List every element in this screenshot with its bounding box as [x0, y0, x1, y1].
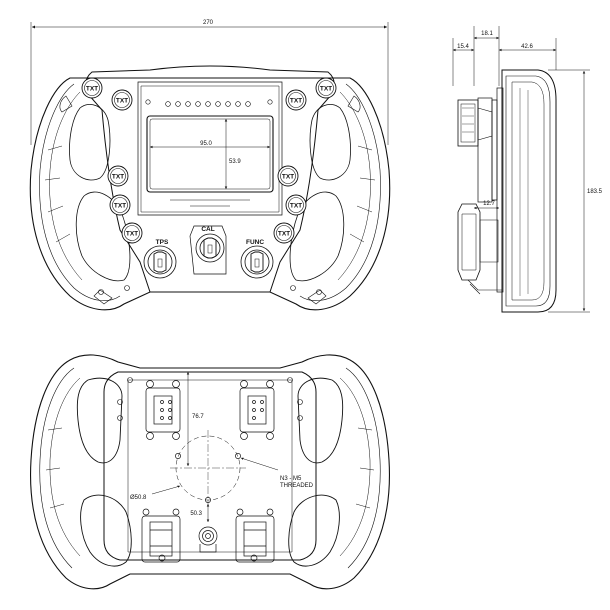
center-plate [85, 65, 335, 293]
txt-button-label: TXT [86, 85, 98, 92]
left-upper-bracket [145, 380, 181, 440]
front-view [29, 22, 391, 311]
bolt-hole-left [175, 453, 181, 459]
center-connector [198, 526, 218, 553]
bolt-hole-bottom [205, 497, 211, 503]
mount-height-label: 76.7 [192, 414, 204, 420]
txt-button: TXT [273, 222, 295, 244]
bolt-spacing-label: 50.3 [190, 511, 202, 517]
display-screen [146, 115, 274, 193]
txt-button: TXT [277, 165, 299, 187]
depth-a-label: 18.1 [481, 31, 493, 37]
txt-buttons: TXT TXT TXT TXT TXT TXT TXT TXT TXT TXT [81, 77, 337, 244]
bolt-hole-right [235, 453, 241, 459]
left-lower-bracket [141, 508, 181, 563]
knob-center-label: CAL [201, 226, 214, 233]
screen-height-label: 53.9 [229, 159, 241, 165]
txt-button-label: TXT [290, 97, 302, 104]
thread-note-line1: N3 - M5 [280, 476, 302, 482]
depth-c-label: 42.6 [521, 44, 533, 50]
txt-button: TXT [111, 89, 133, 111]
txt-button: TXT [121, 222, 143, 244]
txt-button-label: TXT [114, 202, 126, 209]
txt-button: TXT [285, 194, 307, 216]
txt-button-label: TXT [116, 97, 128, 104]
txt-button-label: TXT [126, 230, 138, 237]
txt-button-label: TXT [320, 85, 332, 92]
right-paddle-lower [288, 494, 340, 567]
bolt-circle-leader [151, 485, 181, 495]
txt-button-label: TXT [112, 173, 124, 180]
rear-wheel-outline [30, 354, 390, 590]
right-paddle-upper [297, 377, 344, 464]
knob-center [189, 225, 227, 275]
front-view-labels: 270 95.0 53.9 TPS CAL FUNC [156, 20, 265, 246]
txt-button-label: TXT [282, 173, 294, 180]
rear-view-labels: 76.7 Ø50.8 50.3 N3 - M5 THREADED [130, 414, 314, 517]
right-upper-bracket [239, 380, 275, 440]
side-rim-profile [501, 69, 557, 313]
side-view-labels: 18.1 15.4 42.6 183.5 12.7 [457, 31, 603, 207]
txt-button-label: TXT [290, 202, 302, 209]
overall-width-label: 270 [203, 20, 214, 26]
overall-height-label: 183.5 [587, 189, 603, 195]
screen-width-label: 95.0 [200, 141, 212, 147]
knob-right [240, 245, 274, 279]
knob-right-label: FUNC [246, 239, 264, 246]
rear-view [30, 354, 390, 590]
txt-button: TXT [285, 89, 307, 111]
knob-left [143, 245, 177, 279]
thread-note-leader [240, 457, 279, 471]
txt-button: TXT [107, 165, 129, 187]
right-lower-bracket [235, 508, 275, 563]
wheel-outer-outline [29, 77, 391, 311]
txt-button: TXT [81, 77, 103, 99]
left-paddle-lower [80, 494, 132, 567]
shift-light-row [145, 99, 273, 107]
left-paddle-upper [76, 377, 123, 464]
rear-center-plate [103, 371, 317, 561]
bolt-circle-label: Ø50.8 [130, 495, 147, 501]
side-offset-label: 12.7 [483, 201, 495, 207]
depth-b-label: 15.4 [457, 44, 469, 50]
side-view [452, 26, 590, 313]
thread-note-line2: THREADED [280, 483, 314, 489]
txt-button: TXT [315, 77, 337, 99]
txt-button-label: TXT [278, 230, 290, 237]
txt-button: TXT [109, 194, 131, 216]
knob-left-label: TPS [156, 239, 169, 246]
